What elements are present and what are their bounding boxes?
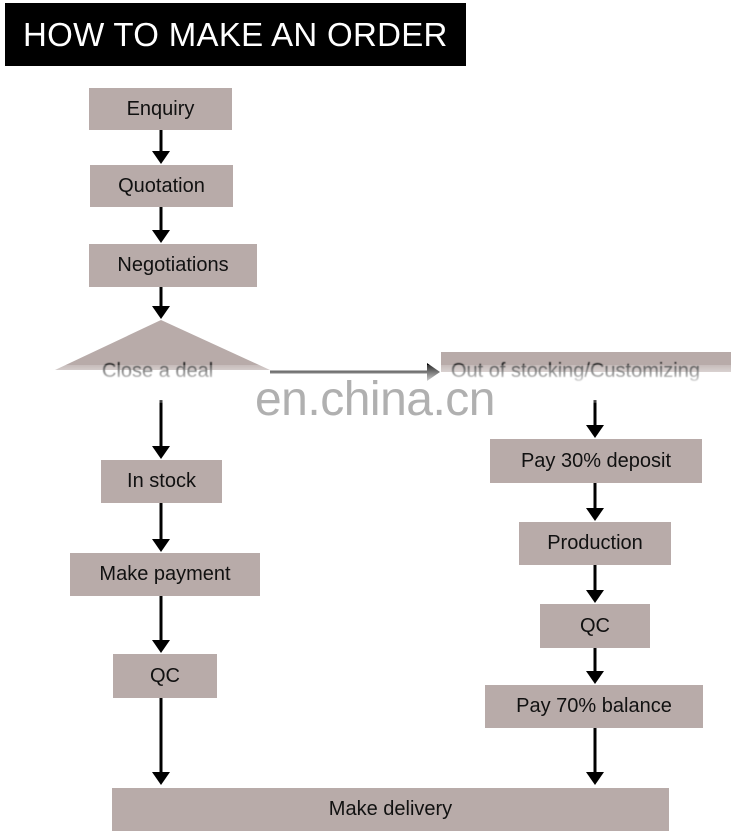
- step-in-stock: In stock: [101, 460, 222, 503]
- step-pay-deposit-label: Pay 30% deposit: [520, 449, 672, 472]
- arrow-out-of-stock-deposit: [586, 400, 604, 438]
- step-pay-balance: Pay 70% balance: [485, 685, 703, 728]
- step-enquiry: Enquiry: [89, 88, 232, 130]
- arrow-balance-delivery: [586, 728, 604, 785]
- arrow-quotation-negotiations: [152, 207, 170, 243]
- step-enquiry-label: Enquiry: [126, 97, 195, 120]
- arrow-in-stock-payment: [152, 503, 170, 552]
- step-make-delivery: Make delivery: [112, 788, 669, 831]
- step-in-stock-label: In stock: [127, 470, 196, 492]
- step-production-label: Production: [547, 532, 643, 554]
- step-negotiations-label: Negotiations: [117, 254, 229, 276]
- step-quotation: Quotation: [90, 165, 233, 207]
- arrow-qc-balance: [586, 648, 604, 684]
- step-qc-left: QC: [113, 654, 217, 698]
- step-make-payment-label: Make payment: [99, 563, 231, 585]
- decision-shape: [55, 320, 270, 370]
- step-pay-deposit: Pay 30% deposit: [490, 439, 702, 483]
- arrow-payment-qc: [152, 596, 170, 653]
- page-title: HOW TO MAKE AN ORDER: [5, 3, 466, 66]
- step-make-payment: Make payment: [70, 553, 260, 596]
- watermark-band: [50, 365, 740, 403]
- step-qc-right: QC: [540, 604, 650, 648]
- arrow-enquiry-quotation: [152, 130, 170, 164]
- step-quotation-label: Quotation: [118, 174, 205, 197]
- step-pay-balance-label: Pay 70% balance: [516, 695, 672, 717]
- arrow-deal-in-stock: [152, 400, 170, 459]
- step-qc-right-label: QC: [580, 614, 610, 637]
- step-production: Production: [519, 522, 671, 565]
- arrow-deposit-production: [586, 483, 604, 521]
- arrow-negotiations-deal: [152, 287, 170, 319]
- arrow-qc-delivery-left: [152, 698, 170, 785]
- arrow-production-qc: [586, 565, 604, 603]
- step-negotiations: Negotiations: [89, 244, 257, 287]
- step-qc-left-label: QC: [150, 664, 180, 687]
- watermark-text: en.china.cn: [254, 373, 496, 426]
- step-make-delivery-label: Make delivery: [328, 798, 453, 820]
